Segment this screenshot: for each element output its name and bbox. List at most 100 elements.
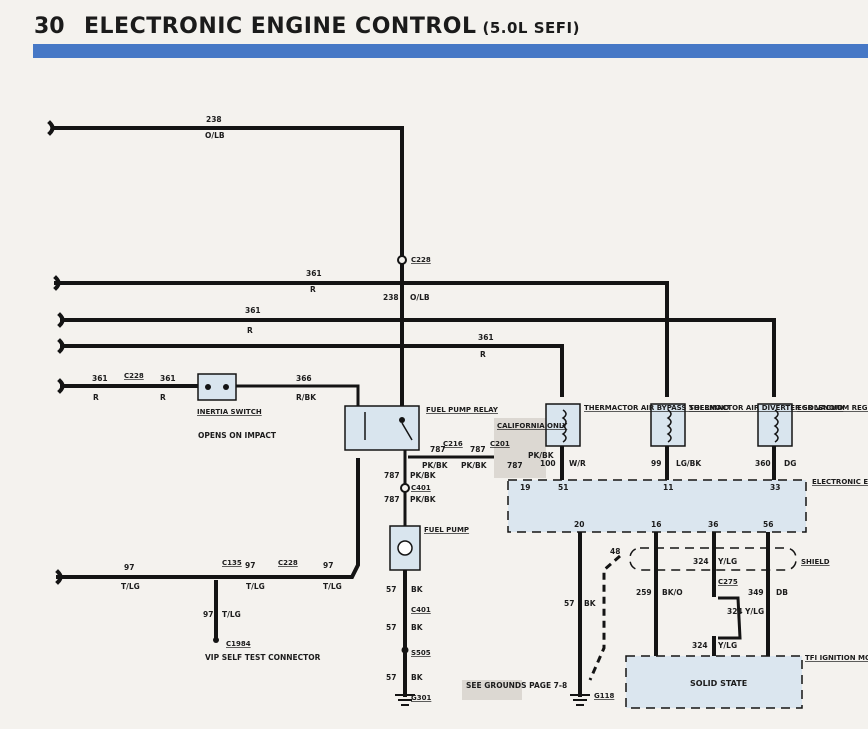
label-relay: FUEL PUMP RELAY [426,406,499,414]
see-grounds-area [462,680,522,700]
label-pkbk-d: PK/BK [410,471,437,480]
wire-end-d [57,378,65,394]
label-97-b: 97 [245,561,255,570]
fuel-pump-relay-box [344,405,420,451]
label-ylg-a: Y/LG [717,557,737,566]
label-g118: G118 [594,692,614,700]
label-324-c: 324 [692,641,708,650]
relay-coil-icon [364,412,413,441]
label-tlg-b: T/LG [246,582,265,591]
label-fuel-pump: FUEL PUMP [424,526,469,534]
label-vip: VIP SELF TEST CONNECTOR [205,653,321,662]
pin-20: 20 [574,520,584,529]
label-361-b: 361 [245,306,261,315]
label-c201: C201 [490,440,510,448]
label-97-c: 97 [323,561,333,570]
label-bk-a: BK [411,585,424,594]
label-bk-d: BK [584,599,597,608]
page-subtitle: (5.0L SEFI) [482,19,580,37]
label-787-b: 787 [470,445,486,454]
label-97-a: 97 [124,563,134,572]
label-c275: C275 [718,578,738,586]
label-california: CALIFORNIA ONLY [497,422,568,430]
label-238-v: 238 [383,293,399,302]
label-57-a: 57 [386,585,396,594]
label-97-d: 97 [203,610,213,619]
pin-36: 36 [708,520,718,529]
wire-end-238 [47,120,55,136]
label-r-d2: R [160,393,166,402]
label-361-a: 361 [306,269,322,278]
label-r-c: R [480,350,486,359]
pin-11: 11 [663,483,673,492]
label-pkbk-c: PK/BK [528,451,555,460]
pin-51: 51 [558,483,568,492]
ground-g118-icon [570,694,590,706]
label-324-a: 324 [693,557,709,566]
pin-33: 33 [770,483,780,492]
label-dg: DG [784,459,796,468]
wire-48-shield [588,554,621,681]
label-eec: ELECTRONIC ENGINE CONTROL (EEC) MODULE [812,478,868,486]
label-ylg-b: Y/LG [744,607,764,616]
label-olb-v: O/LB [410,293,430,302]
coil-icon [561,409,567,443]
label-c228-left: C228 [124,372,144,380]
pin-56: 56 [763,520,773,529]
label-inertia: INERTIA SWITCH [197,408,262,416]
wire-238 [54,126,404,412]
page-header: 30 ELECTRONIC ENGINE CONTROL(5.0L SEFI) [0,0,868,64]
label-opens: OPENS ON IMPACT [198,431,277,440]
label-c401-a: C401 [411,484,431,492]
label-361-c: 361 [478,333,494,342]
label-pkbk-b: PK/BK [461,461,488,470]
label-r-d1: R [93,393,99,402]
inertia-switch-box [197,373,237,401]
label-solid-state: SOLID STATE [690,679,747,688]
california-area [494,418,546,478]
label-see-grounds: SEE GROUNDS PAGE 7-8 [466,681,567,690]
label-787-a: 787 [430,445,446,454]
label-pkbk-a: PK/BK [422,461,449,470]
label-c228-top: C228 [411,256,431,264]
label-r-a: R [310,285,316,294]
label-shield: SHIELD [801,558,830,566]
label-olb: O/LB [205,131,225,140]
switch-contact-icon [205,384,211,390]
label-tlg-d: T/LG [222,610,241,619]
page-number: 30 [34,14,65,39]
coil-icon [666,409,672,443]
connector-c228-icon [397,255,407,265]
wire-end-c [57,338,65,354]
wire-361-a [54,281,669,397]
label-c135: C135 [222,559,242,567]
tfi-module-box [625,655,803,709]
label-360: 360 [755,459,771,468]
label-db: DB [776,588,788,597]
label-57-c: 57 [386,673,396,682]
label-bko: BK/O [662,588,683,597]
label-rbk: R/BK [296,393,317,402]
label-g301: G301 [411,694,431,702]
label-r-b: R [247,326,253,335]
splice-s505-icon [401,646,409,654]
label-bypass: THERMACTOR AIR BYPASS SOLENOID [584,404,730,412]
connector-c1984-icon [213,637,219,643]
wire-end-b [57,312,65,328]
label-wr: W/R [569,459,586,468]
label-361-d2: 361 [160,374,176,383]
relay-contact-icon [399,417,405,423]
label-pkbk-e: PK/BK [410,495,437,504]
label-324-b: 324 [727,607,743,616]
page-title: ELECTRONIC ENGINE CONTROL(5.0L SEFI) [84,14,580,39]
pin-16: 16 [651,520,661,529]
label-diverter: THERMACTOR AIR DIVERTER SOLENOID [689,404,843,412]
label-c1984: C1984 [226,640,251,648]
label-361-d1: 361 [92,374,108,383]
label-ylg-c: Y/LG [717,641,737,650]
pin-19: 19 [520,483,530,492]
label-259: 259 [636,588,652,597]
bypass-solenoid-box [545,403,581,447]
motor-icon [397,540,413,556]
